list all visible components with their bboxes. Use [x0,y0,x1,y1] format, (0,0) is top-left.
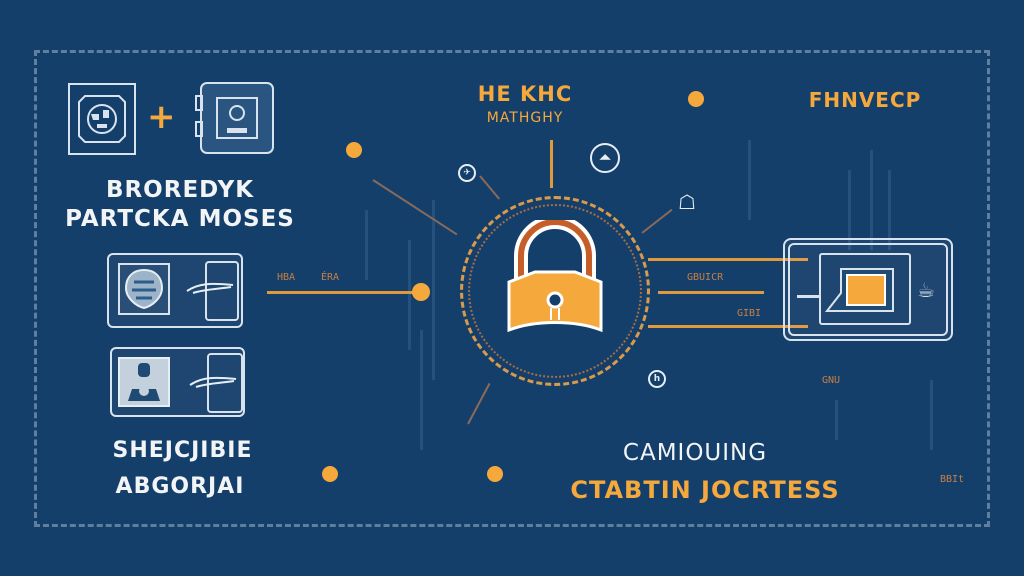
connector-label: GIBI [737,308,762,319]
bg-line [408,240,411,350]
bg-line [420,330,423,450]
device-card-inner [788,243,948,336]
connector-endpoint [412,283,430,301]
small-label: BBIt [940,474,965,485]
accent-dot [322,466,338,482]
bg-line [848,170,851,250]
runner-icon: ✈ [458,164,476,182]
bg-line [748,140,751,220]
center-footer-line2: CTABTIN JOCRTESS [570,476,840,504]
device-card: ☕ [783,238,953,341]
person-icon: h [648,370,666,388]
bg-line [930,380,933,450]
bg-line [432,200,435,380]
bg-line [365,210,368,280]
bg-line [870,150,873,250]
left-title-line2: PARTCKA MOSES [65,206,295,232]
dashed-frame [34,50,990,527]
lock-ring-inner [468,204,642,378]
connector-line-right-1 [648,258,808,261]
connector-line [550,140,553,188]
connector-line-right-2 [658,291,764,294]
left-title-line1: BROREDYK [105,177,255,203]
identity-card-2 [110,347,245,417]
user-portrait-icon [118,357,170,407]
padlock-icon [507,220,603,333]
globe-icon [78,95,126,143]
center-header-line1: HE KHC [477,82,573,106]
device-icon [195,80,277,156]
accent-dot [346,142,362,158]
left-bottom-line1: SHEJCJIBIE [112,438,253,463]
connector-label: GBUICR [687,272,724,283]
connector-label: HBA [277,272,296,283]
handshake-icon [189,376,237,388]
rocket-icon: ⏶ [590,143,620,173]
identity-card-1 [107,253,243,328]
connector-line-left [267,291,417,294]
lock-ring [460,196,650,386]
globe-shield-icon [118,263,170,315]
left-bottom-line2: ABGORJAI [115,474,245,499]
accent-dot [487,466,503,482]
cup-icon: ☕ [917,278,935,302]
bg-line [835,400,838,440]
center-footer-line1: CAMIOUING [622,440,768,466]
right-header: FHNVECP [808,88,922,112]
bg-line [888,170,891,250]
globe-icon-box [68,83,136,155]
card-2-tab [207,353,243,413]
network-icon: ☖ [678,190,696,214]
folder-laptop-icon [819,253,911,325]
connector-label: ÉRA [321,272,340,283]
handshake-icon [186,282,234,294]
small-label: GNU [822,375,841,386]
accent-dot [688,91,704,107]
center-header-line2: MATHGHY [486,110,564,126]
dash-mark [797,295,819,298]
connector-line-right-3 [648,325,808,328]
plus-icon: + [147,97,177,137]
